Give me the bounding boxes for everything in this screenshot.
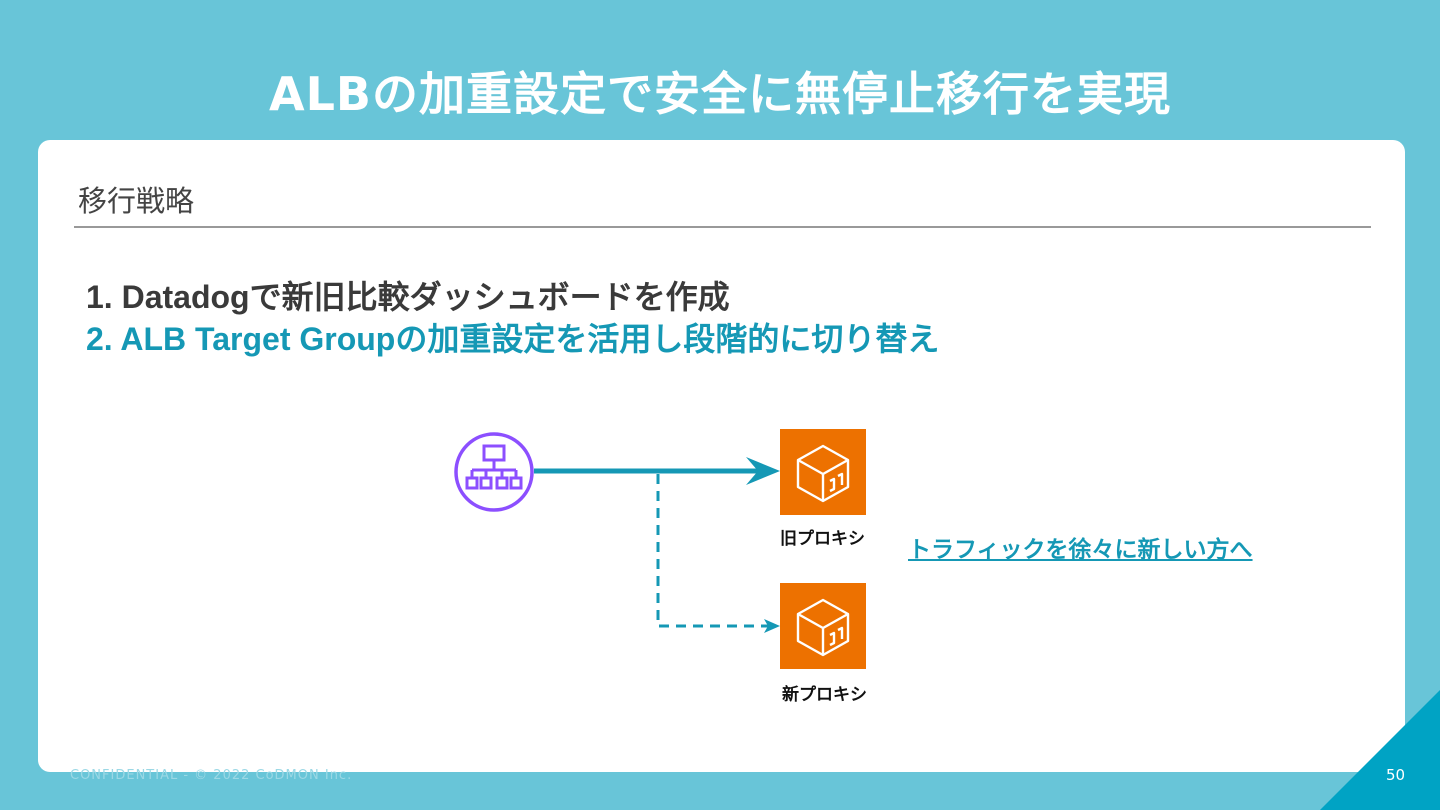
ec2-instance-icon — [796, 444, 850, 503]
dashed-arrow-line — [656, 474, 768, 628]
traffic-shift-link[interactable]: トラフィックを徐々に新しい方へ — [908, 537, 1253, 563]
dashed-arrow-head — [764, 619, 780, 633]
page-number: 50 — [1386, 766, 1406, 784]
traffic-connector — [534, 457, 780, 633]
divider — [74, 226, 1371, 228]
new-proxy-box — [780, 583, 866, 669]
new-proxy-label: 新プロキシ — [782, 685, 867, 705]
solid-arrow-head — [746, 457, 780, 485]
ec2-instance-icon — [796, 598, 850, 657]
section-heading: 移行戦略 — [78, 184, 195, 218]
corner-decoration — [1320, 690, 1440, 810]
old-proxy-box — [780, 429, 866, 515]
content-card: 移行戦略 1. Datadogで新旧比較ダッシュボードを作成 2. ALB Ta… — [38, 140, 1405, 772]
strategy-point-1: 1. Datadogで新旧比較ダッシュボードを作成 — [86, 279, 730, 315]
strategy-point-2: 2. ALB Target Groupの加重設定を活用し段階的に切り替え — [86, 321, 940, 357]
slide-title: ALBの加重設定で安全に無停止移行を実現 — [269, 67, 1171, 121]
confidential-footer: CONFIDENTIAL - © 2022 CoDMON Inc. — [70, 768, 353, 783]
old-proxy-label: 旧プロキシ — [780, 529, 865, 549]
load-balancer-icon — [454, 432, 534, 512]
